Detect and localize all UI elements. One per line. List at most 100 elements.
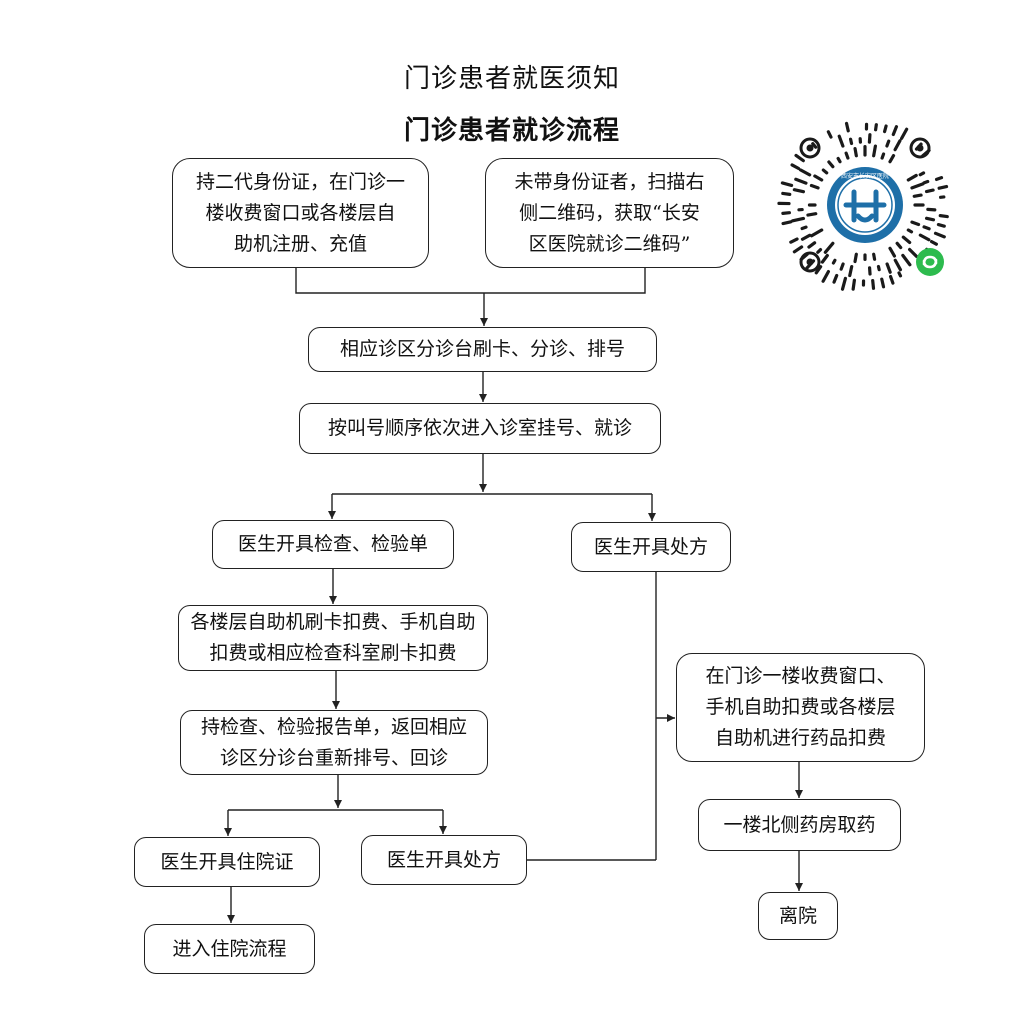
qr-bar <box>831 258 837 265</box>
hospital-logo-icon: 西安市长安区医院 <box>827 167 903 243</box>
step-consult: 按叫号顺序依次进入诊室挂号、就诊 <box>299 403 661 454</box>
qr-bar <box>888 246 897 258</box>
qr-bar <box>906 173 918 182</box>
qr-bar <box>826 130 833 139</box>
qr-bar <box>910 220 921 227</box>
qr-bar <box>872 252 877 261</box>
qr-bar <box>880 152 886 160</box>
step-pharmacy: 一楼北侧药房取药 <box>698 799 901 851</box>
qr-bar <box>839 262 845 271</box>
qr-bar <box>781 211 791 215</box>
qr-bar <box>880 277 886 289</box>
qr-bar <box>807 241 817 249</box>
qr-finder-ring <box>799 137 821 159</box>
step-admission-cert: 医生开具住院证 <box>134 837 320 887</box>
qr-bar <box>792 188 806 194</box>
qr-bar <box>897 271 903 278</box>
qr-bar <box>876 264 881 272</box>
qr-bar <box>885 139 891 148</box>
qr-bar <box>781 191 792 196</box>
qr-bar <box>853 147 858 158</box>
qr-bar <box>867 133 872 144</box>
step-triage: 相应诊区分诊台刷卡、分诊、排号 <box>308 327 657 372</box>
qr-bar <box>901 253 912 267</box>
page-title: 门诊患者就医须知 <box>403 64 620 94</box>
step-prescription-top: 医生开具处方 <box>571 522 731 572</box>
qr-bar <box>882 124 888 134</box>
qr-bar <box>895 241 903 250</box>
step-register-with-id: 持二代身份证，在门诊一 楼收费窗口或各楼层自 助机注册、充值 <box>172 158 429 268</box>
step-return-visit: 持检查、检验报告单，返回相应 诊区分诊台重新排号、回诊 <box>180 710 488 775</box>
qr-bar <box>821 270 830 283</box>
step-inpatient: 进入住院流程 <box>144 924 315 974</box>
step-drug-payment: 在门诊一楼收费窗口、 手机自助扣费或各楼层 自助机进行药品扣费 <box>676 653 925 762</box>
qr-bar <box>872 144 877 158</box>
qr-bar <box>816 248 823 254</box>
qr-bar <box>806 212 818 217</box>
qr-bar <box>844 121 850 133</box>
flowchart-title: 门诊患者就诊流程 <box>403 116 620 146</box>
qr-bar <box>891 125 899 137</box>
qr-bar <box>810 228 824 238</box>
qr-bar <box>813 174 824 182</box>
miniprogram-qr-code[interactable]: 西安市长安区医院 <box>766 112 964 304</box>
step-leave: 离院 <box>758 892 838 940</box>
qr-bar <box>798 168 812 177</box>
qr-bar <box>832 273 839 284</box>
qr-bar <box>836 156 842 164</box>
qr-bar <box>794 177 808 185</box>
step-prescription-bottom: 医生开具处方 <box>361 835 527 885</box>
qr-bar <box>800 225 808 231</box>
connector-register-without-id <box>484 268 646 294</box>
qr-bar <box>800 233 812 241</box>
qr-bar <box>821 168 829 175</box>
qr-bar <box>910 182 925 190</box>
step-register-without-id: 未带身份证者，扫描右 侧二维码，获取“长安 区医院就诊二维码” <box>485 158 734 268</box>
qr-bar <box>930 240 938 246</box>
qr-bar <box>820 253 829 264</box>
qr-bar <box>888 274 895 285</box>
qr-bar <box>937 184 949 190</box>
qr-bar <box>888 153 896 164</box>
qr-finder-dot <box>806 144 814 152</box>
qr-bar <box>811 142 818 149</box>
qr-bar <box>840 276 848 291</box>
qr-bar <box>922 179 930 185</box>
qr-bar <box>934 176 944 182</box>
qr-finder-dot <box>806 258 814 266</box>
qr-bar <box>871 279 876 290</box>
qr-bar <box>933 231 946 239</box>
qr-bar <box>901 235 912 245</box>
qr-bar <box>924 188 935 194</box>
qr-bar <box>893 139 902 152</box>
miniprogram-icon <box>916 248 944 276</box>
qr-bar <box>874 123 878 132</box>
qr-bar <box>906 228 914 234</box>
qr-bar <box>936 222 946 228</box>
connector-register-with-id <box>295 268 484 294</box>
qr-bar <box>918 233 931 242</box>
qr-bar <box>794 153 805 163</box>
qr-finder-ring <box>799 251 821 273</box>
qr-bar <box>851 278 856 291</box>
qr-finder-dot <box>916 144 924 152</box>
qr-bar <box>853 252 858 264</box>
qr-finder-ring <box>909 137 931 159</box>
qr-bar <box>780 181 794 188</box>
step-exam-order: 医生开具检查、检验单 <box>212 520 454 569</box>
qr-bar <box>912 193 923 198</box>
qr-bar <box>809 183 820 190</box>
qr-bar <box>893 258 903 272</box>
qr-bar <box>823 241 835 254</box>
qr-bar <box>781 220 793 226</box>
qr-bar <box>922 225 931 231</box>
qr-bar <box>827 160 835 169</box>
qr-bar <box>918 171 926 177</box>
step-exam-payment: 各楼层自助机刷卡扣费、手机自助 扣费或相应检查科室刷卡扣费 <box>178 605 488 671</box>
qr-bar <box>792 245 804 254</box>
qr-bar <box>844 151 850 160</box>
qr-bar <box>814 265 823 275</box>
qr-pattern <box>777 121 949 291</box>
